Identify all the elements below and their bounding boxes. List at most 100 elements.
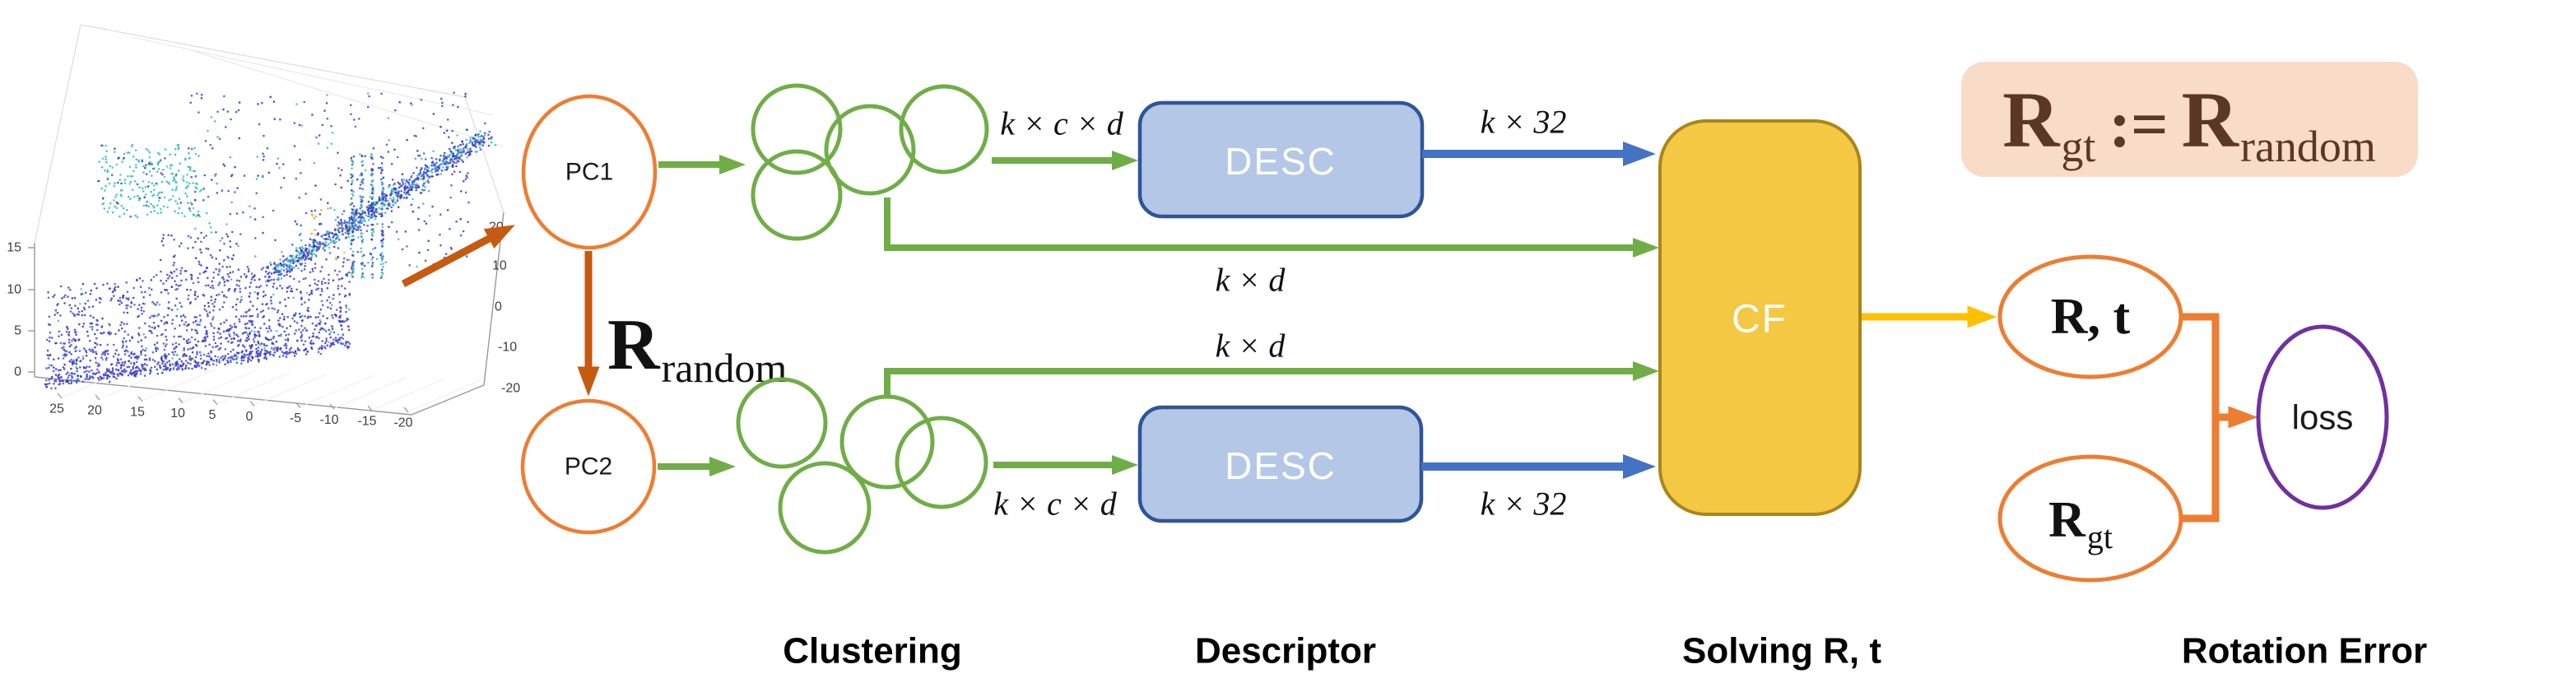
point <box>130 369 133 372</box>
point <box>140 309 142 312</box>
point <box>257 346 260 349</box>
point <box>337 247 340 249</box>
point <box>401 180 404 184</box>
point <box>123 152 126 156</box>
point <box>465 128 468 131</box>
point <box>92 350 95 352</box>
point <box>328 246 331 249</box>
point <box>131 188 134 191</box>
point <box>273 308 276 310</box>
point <box>172 368 175 370</box>
point <box>435 166 439 169</box>
point <box>269 95 272 99</box>
depth-tick-label: 10 <box>492 259 507 273</box>
point <box>186 342 188 344</box>
point <box>82 365 86 369</box>
point <box>272 348 276 351</box>
cluster-bottom <box>736 377 988 555</box>
point <box>233 323 236 325</box>
point <box>270 278 272 281</box>
point <box>379 239 383 242</box>
point <box>225 126 227 128</box>
point <box>310 249 314 253</box>
point <box>297 257 300 259</box>
point <box>70 307 73 309</box>
point <box>360 206 364 208</box>
point <box>358 224 361 227</box>
point <box>316 246 319 249</box>
point <box>163 323 165 325</box>
point <box>82 323 86 325</box>
point <box>360 155 364 158</box>
point <box>378 198 381 201</box>
point <box>455 165 458 168</box>
point <box>351 167 353 170</box>
point <box>47 296 50 300</box>
point <box>310 291 313 294</box>
point <box>371 223 374 226</box>
point <box>361 188 364 190</box>
point <box>137 159 140 162</box>
point <box>177 147 180 151</box>
point <box>465 255 468 258</box>
point <box>360 209 364 212</box>
point <box>323 281 327 285</box>
point <box>304 340 307 343</box>
point <box>371 173 374 176</box>
point <box>110 174 114 177</box>
point <box>214 342 217 345</box>
point <box>449 151 453 153</box>
point <box>106 343 109 346</box>
point <box>244 311 247 314</box>
point <box>277 273 280 276</box>
point <box>160 180 164 184</box>
point <box>290 265 292 268</box>
point <box>204 368 207 370</box>
point <box>350 211 353 215</box>
point <box>388 139 390 142</box>
point <box>464 191 467 194</box>
point <box>105 184 107 188</box>
point <box>404 184 407 187</box>
point <box>187 165 190 169</box>
point <box>428 176 430 179</box>
point <box>357 216 360 219</box>
point <box>231 305 235 309</box>
point <box>80 375 82 379</box>
point <box>164 345 167 348</box>
arrow-pointcloud-to-pc1 <box>401 225 515 287</box>
point <box>259 310 263 314</box>
point <box>162 244 165 247</box>
point <box>161 362 164 365</box>
point <box>255 286 258 289</box>
point <box>185 355 188 357</box>
point <box>123 364 126 367</box>
point <box>253 333 256 337</box>
point <box>288 348 291 351</box>
point <box>97 370 100 374</box>
point <box>328 252 332 254</box>
point <box>208 364 211 366</box>
point <box>304 265 307 267</box>
point <box>341 222 343 225</box>
point <box>293 266 295 269</box>
point <box>339 174 342 177</box>
point <box>291 317 294 320</box>
point <box>214 355 216 358</box>
point <box>353 220 356 223</box>
point <box>360 274 364 277</box>
point <box>271 346 273 350</box>
point <box>279 258 281 261</box>
point <box>302 328 305 332</box>
point <box>338 300 342 304</box>
point <box>491 136 493 138</box>
point <box>357 211 360 215</box>
point <box>446 209 449 211</box>
point <box>427 239 430 243</box>
point <box>152 276 156 278</box>
point <box>272 353 275 356</box>
point <box>346 179 350 183</box>
point <box>287 260 290 263</box>
point <box>323 328 326 331</box>
point <box>265 327 268 330</box>
